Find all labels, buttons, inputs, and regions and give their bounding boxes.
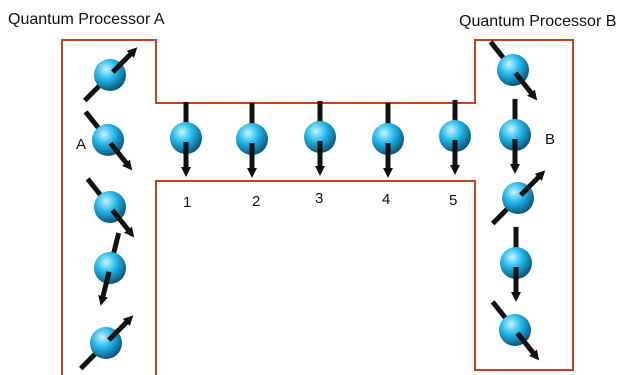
qubit-sphere	[439, 120, 471, 152]
spin-chain-2	[236, 102, 268, 178]
spin-arrow-head	[513, 71, 538, 101]
chain-label-4: 4	[382, 191, 390, 208]
qubit-b-label: B	[545, 131, 555, 148]
spin-arrow-head	[111, 47, 138, 74]
spin-chain-5	[439, 99, 471, 175]
qubit-a-label: A	[76, 136, 86, 153]
spin-arrow-head	[515, 331, 540, 361]
spin-processor-a-4	[94, 232, 126, 306]
spin-arrow-head	[107, 315, 134, 342]
qubit-sphere	[372, 123, 404, 155]
processor-outline	[61, 39, 574, 375]
chain-label-3: 3	[315, 190, 323, 207]
spin-processor-b-5	[490, 300, 540, 361]
spin-arrow-head	[98, 271, 112, 306]
qubit-sphere	[94, 252, 126, 284]
qubit-sphere	[236, 123, 268, 155]
chain-label-5: 5	[449, 192, 457, 209]
spin-chain-1	[170, 101, 202, 177]
spin-chain-4	[372, 102, 404, 178]
spin-arrow-head	[110, 208, 135, 238]
spin-processor-a-3	[85, 177, 135, 238]
spin-processor-b-1	[488, 40, 538, 101]
spin-arrow-head	[108, 141, 133, 171]
spin-processor-a-1	[82, 47, 138, 103]
chain-label-1: 1	[183, 194, 191, 211]
qubit-sphere	[304, 121, 336, 153]
spin-processor-b-2	[499, 98, 531, 174]
processor-a-title: Quantum Processor A	[8, 11, 165, 28]
qubit-sphere	[500, 247, 532, 279]
spin-processor-b-4	[500, 226, 532, 302]
qubit-sphere	[499, 119, 531, 151]
spin-processor-b-3	[490, 170, 546, 226]
spin-processor-a-2	[83, 110, 133, 171]
processor-b-title: Quantum Processor B	[459, 13, 616, 30]
spin-processor-a-5	[78, 315, 134, 371]
spin-arrow-head	[519, 170, 546, 197]
chain-label-2: 2	[252, 193, 260, 210]
spin-qubits	[78, 40, 546, 371]
spin-chain-3	[304, 100, 336, 176]
qubit-sphere	[170, 122, 202, 154]
